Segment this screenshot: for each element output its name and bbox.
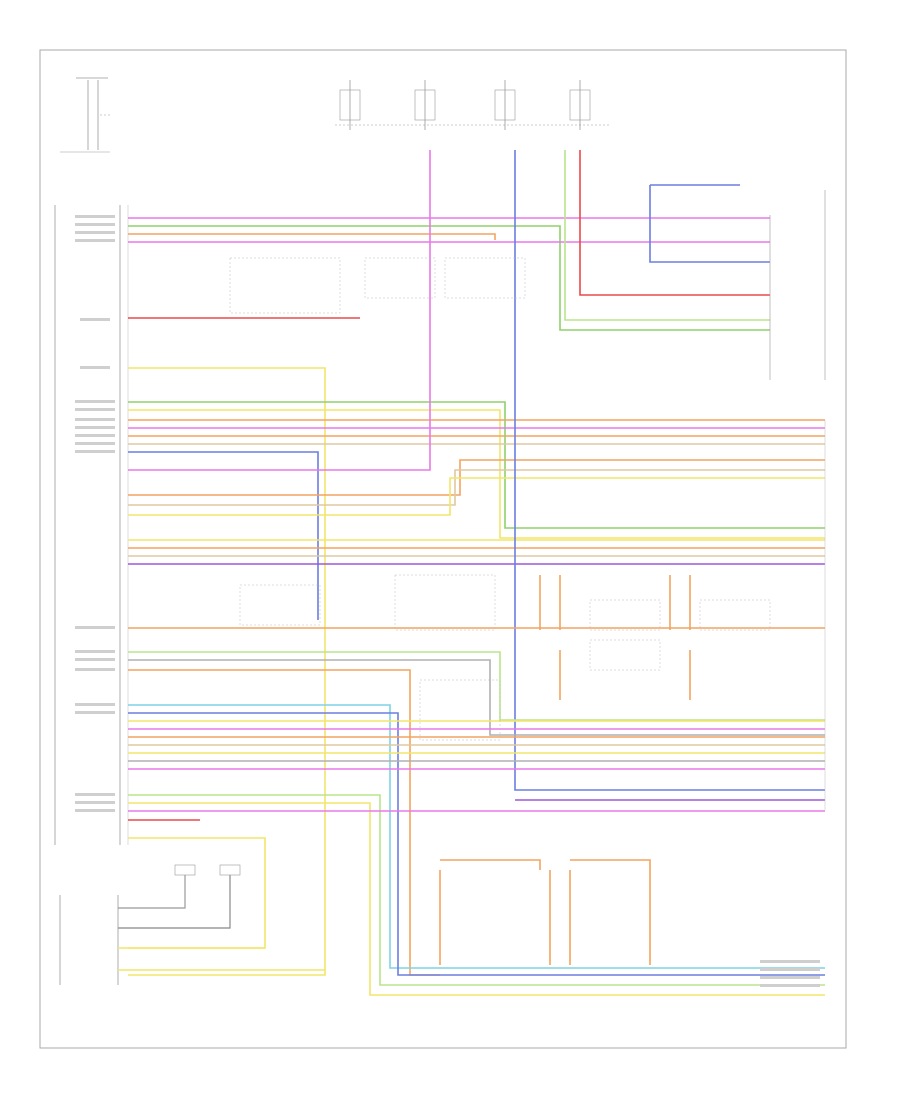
upper-wire-block bbox=[128, 150, 826, 976]
diagram-border bbox=[39, 49, 847, 1049]
bottom-left-connector bbox=[59, 864, 325, 985]
top-left-switch bbox=[60, 77, 110, 153]
orange-drops bbox=[439, 575, 691, 965]
top-power-feeds bbox=[335, 80, 610, 130]
right-pin-column bbox=[769, 215, 826, 810]
component-boxes bbox=[229, 257, 771, 741]
main-unit-body bbox=[54, 205, 129, 845]
label-placeholders bbox=[75, 215, 820, 987]
middle-wire-block bbox=[128, 627, 825, 996]
